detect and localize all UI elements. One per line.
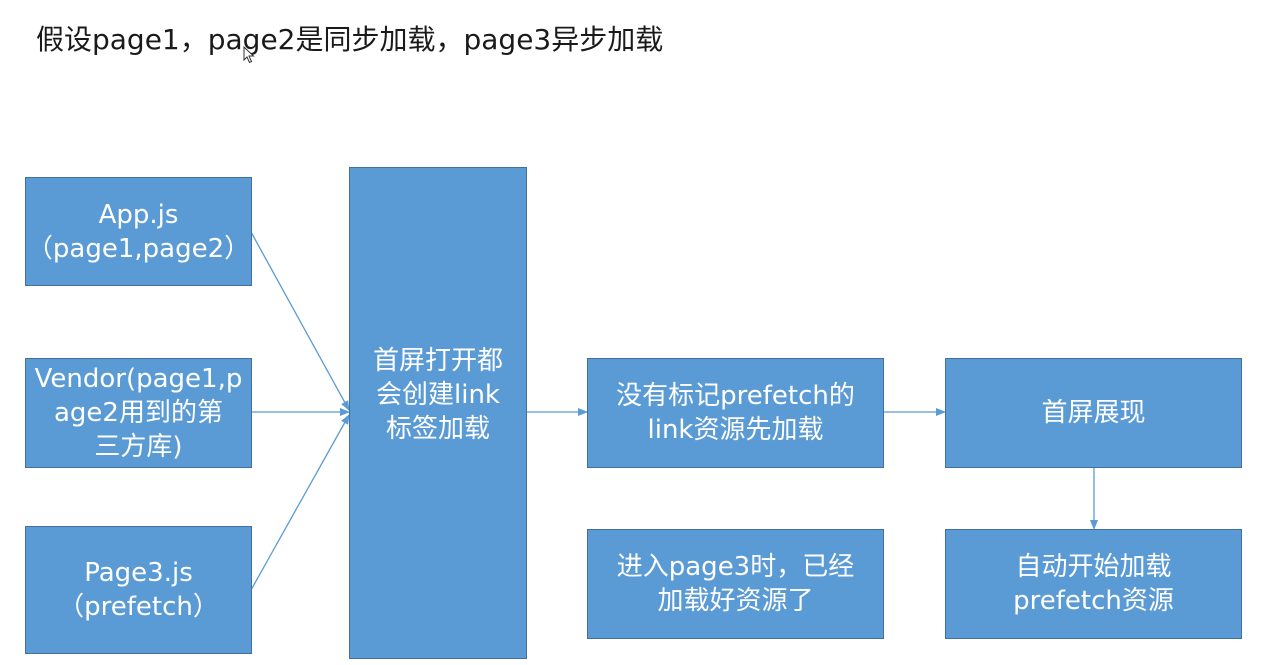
node-first-open-line2: 会创建link (376, 380, 500, 410)
edge-page3-js-to-first-open (250, 414, 350, 591)
page-title: 假设page1，page2是同步加载，page3异步加载 (36, 23, 664, 56)
edge-app-js-to-first-open (250, 231, 350, 411)
node-vendor: Vendor(page1,p age2用到的第 三方库) (25, 358, 252, 468)
node-auto-prefetch-line2: prefetch资源 (1013, 586, 1174, 616)
node-non-prefetch-line1: 没有标记prefetch的 (616, 381, 855, 411)
node-first-open: 首屏打开都 会创建link 标签加载 (349, 167, 527, 659)
node-enter-page3-line1: 进入page3时，已经 (616, 552, 855, 582)
node-vendor-line2: age2用到的第 (54, 398, 223, 428)
mouse-cursor-icon (243, 46, 255, 64)
node-first-screen-show: 首屏展现 (945, 358, 1242, 468)
node-enter-page3: 进入page3时，已经 加载好资源了 (587, 529, 884, 639)
node-auto-prefetch: 自动开始加载 prefetch资源 (945, 529, 1242, 639)
node-app-js-line2: （page1,page2） (26, 233, 251, 264)
node-app-js-line1: App.js (98, 199, 179, 230)
node-first-screen-show-line1: 首屏展现 (1041, 398, 1146, 428)
node-vendor-line3: 三方库) (94, 432, 183, 462)
node-non-prefetch: 没有标记prefetch的 link资源先加载 (587, 358, 884, 468)
node-app-js: App.js （page1,page2） (25, 177, 252, 286)
node-vendor-line1: Vendor(page1,p (34, 364, 243, 394)
node-first-open-line3: 标签加载 (385, 414, 490, 444)
node-page3-js-line1: Page3.js (84, 558, 193, 588)
node-page3-js: Page3.js （prefetch） (25, 526, 252, 654)
node-first-open-line1: 首屏打开都 (372, 346, 503, 376)
node-enter-page3-line2: 加载好资源了 (657, 586, 814, 616)
node-auto-prefetch-line1: 自动开始加载 (1015, 552, 1172, 582)
node-non-prefetch-line2: link资源先加载 (647, 415, 824, 445)
node-page3-js-line2: （prefetch） (58, 592, 219, 622)
